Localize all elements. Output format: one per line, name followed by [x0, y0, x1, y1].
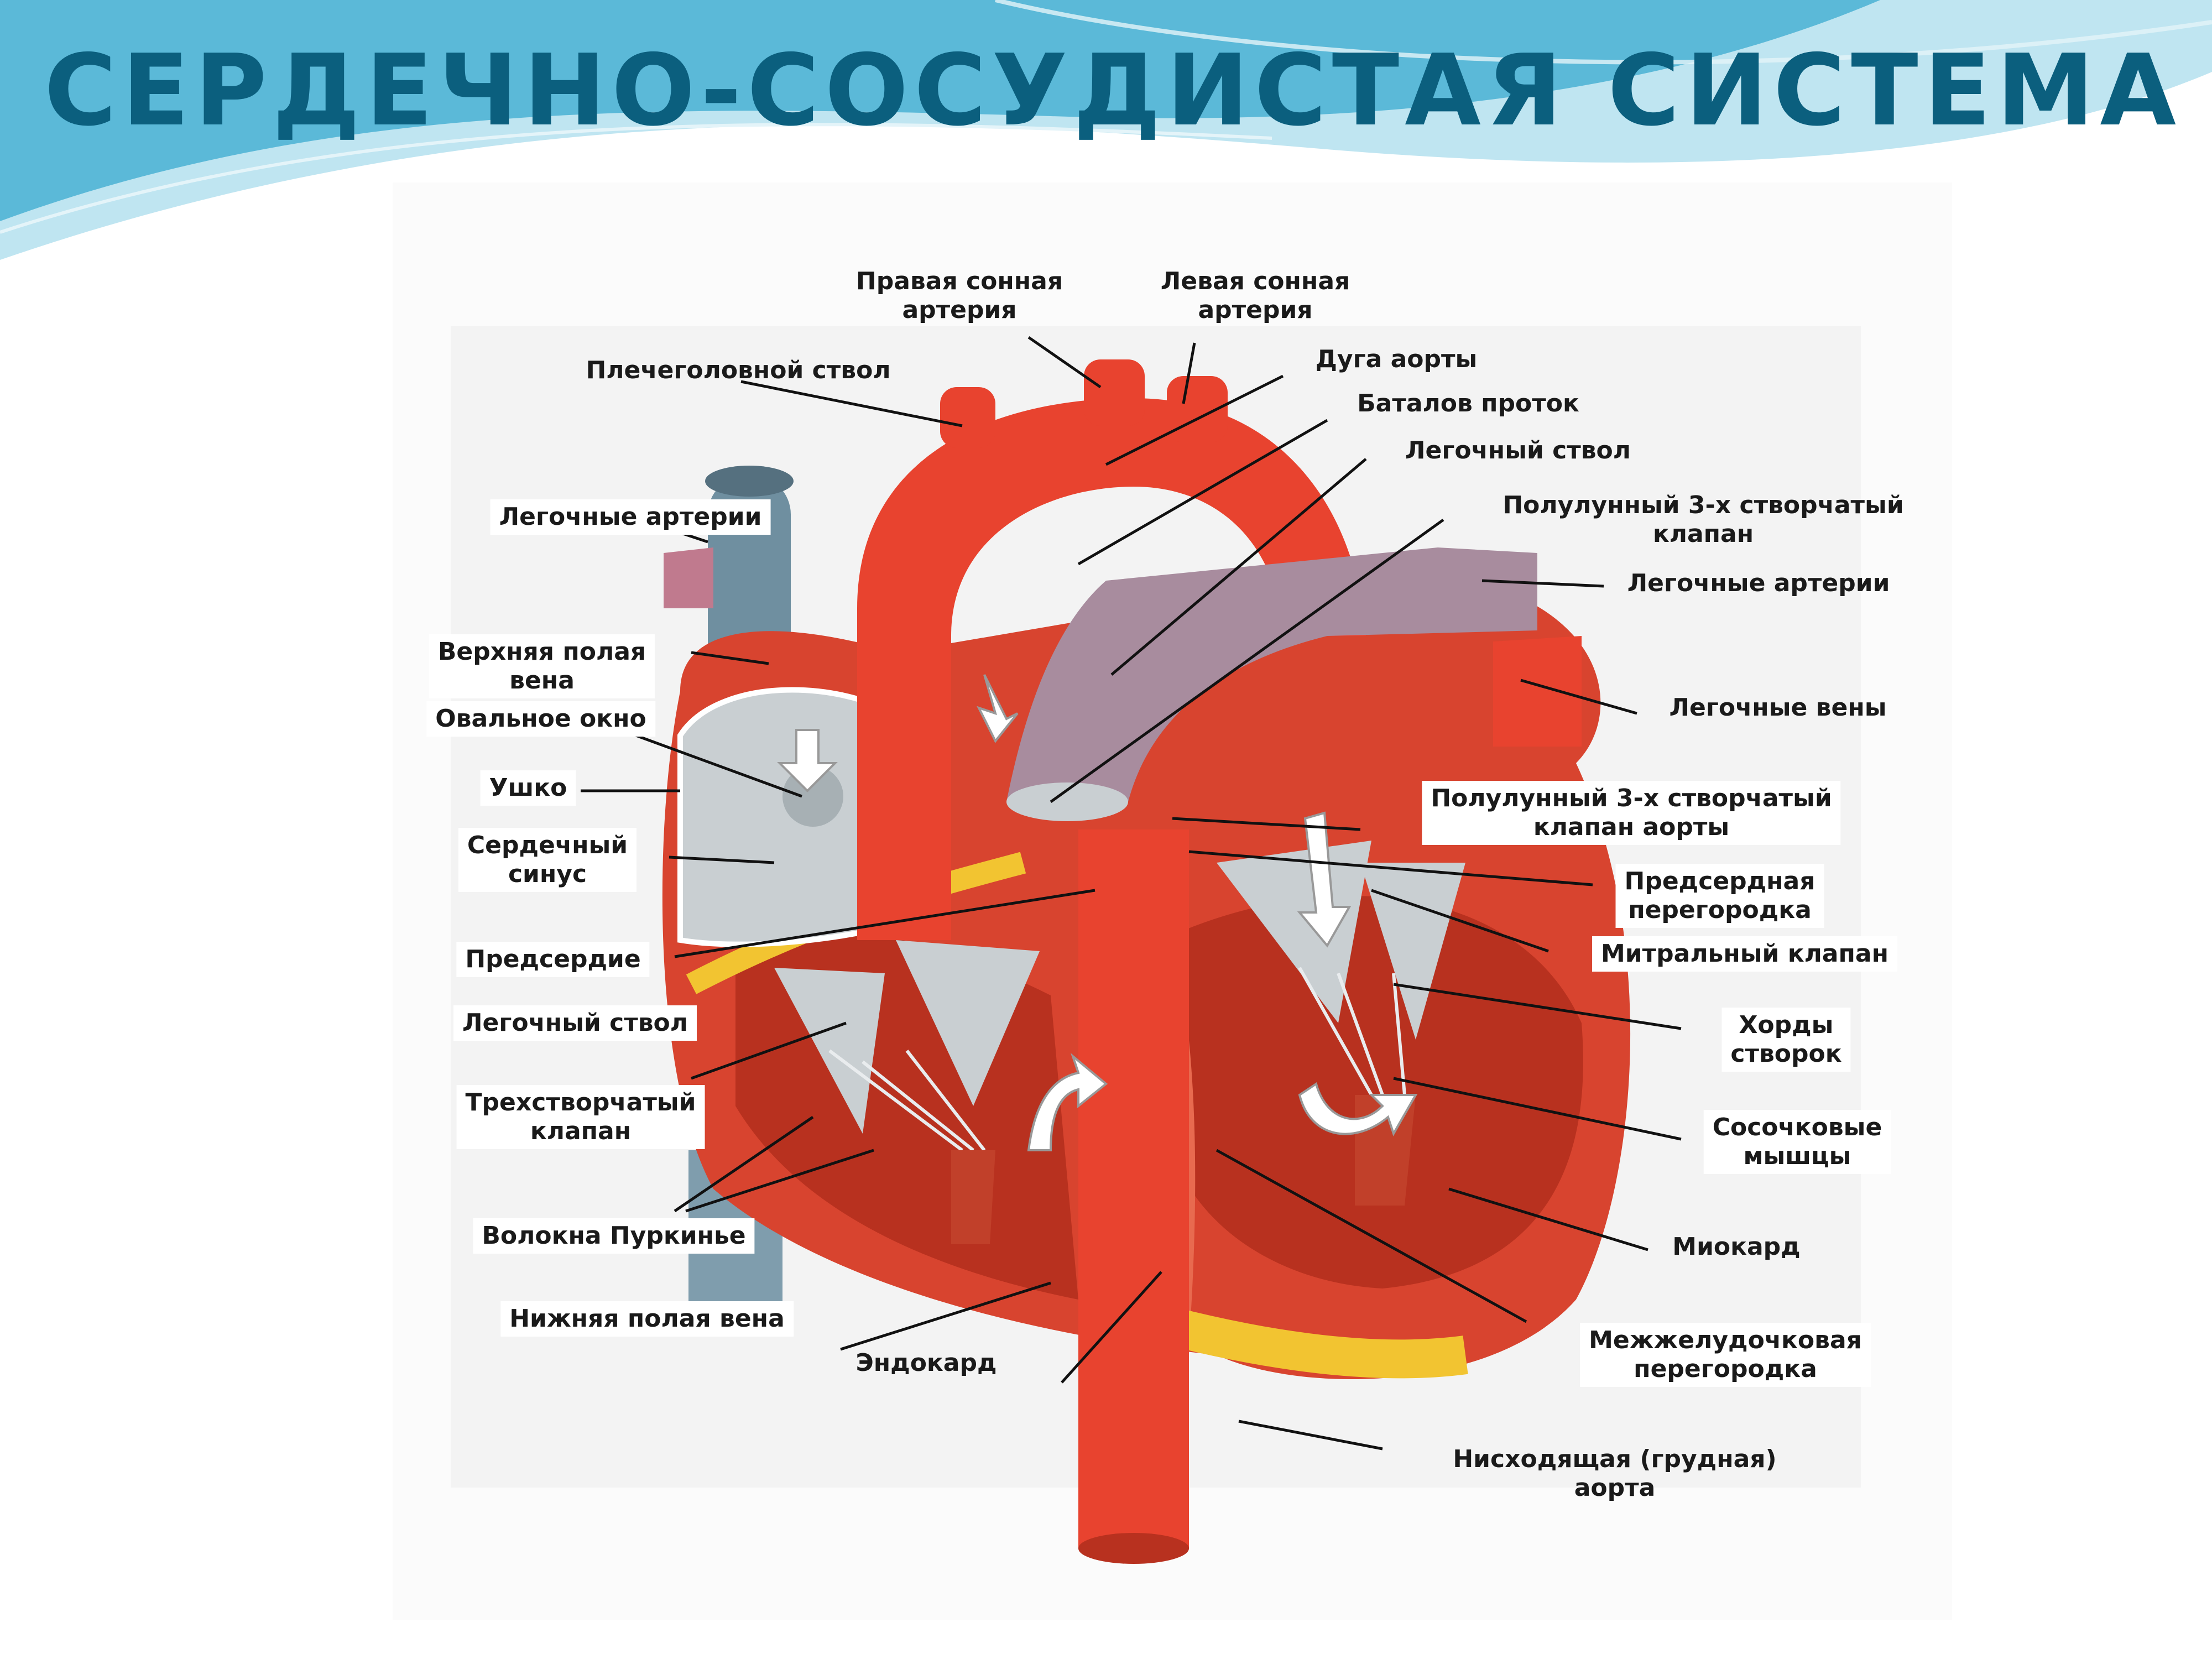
- label-endocardium: Эндокард: [855, 1349, 997, 1378]
- label-line: Межжелудочковая: [1589, 1326, 1862, 1354]
- label-line: аорта: [1574, 1474, 1656, 1502]
- label-ductus: Баталов проток: [1357, 389, 1579, 418]
- label-line: артерия: [902, 296, 1017, 324]
- label-oval-window: Овальное окно: [426, 701, 655, 737]
- label-line: Легочный ствол: [462, 1009, 688, 1037]
- label-line: Сосочковые: [1712, 1113, 1882, 1141]
- label-line: мышцы: [1743, 1142, 1851, 1170]
- label-line: Хорды: [1739, 1011, 1834, 1039]
- label-pulm-trunk-top: Легочный ствол: [1405, 436, 1631, 465]
- slide-title: СЕРДЕЧНО-СОСУДИСТАЯ СИСТЕМА: [44, 33, 2182, 148]
- label-line: Предсердие: [465, 945, 641, 973]
- label-line: Легочный ствол: [1405, 436, 1631, 465]
- label-line: Полулунный 3-х створчатый: [1431, 784, 1832, 812]
- label-desc-aorta: Нисходящая (грудная)аорта: [1453, 1445, 1776, 1503]
- label-line: артерия: [1198, 296, 1313, 324]
- label-line: клапан: [530, 1117, 632, 1145]
- label-line: Митральный клапан: [1601, 940, 1888, 968]
- label-line: Ушко: [489, 774, 567, 802]
- label-line: Левая сонная: [1160, 267, 1350, 295]
- flow-arrows: [777, 674, 1418, 1151]
- label-pulm-trunk-left: Легочный ствол: [453, 1005, 697, 1041]
- aorta: [857, 359, 1582, 1564]
- label-line: Плечеголовной ствол: [586, 356, 891, 384]
- label-line: перегородка: [1628, 896, 1812, 924]
- label-line: клапан аорты: [1533, 813, 1730, 841]
- label-mitral: Митральный клапан: [1592, 936, 1897, 972]
- label-line: Полулунный 3-х створчатый: [1503, 491, 1904, 519]
- label-line: створок: [1730, 1040, 1842, 1068]
- label-atrium: Предсердие: [456, 942, 650, 977]
- label-line: Сердечный: [467, 831, 628, 859]
- label-pulm-veins: Легочные вены: [1669, 693, 1886, 722]
- label-myocardium: Миокард: [1672, 1233, 1800, 1261]
- label-pulm-arteries-right: Легочные артерии: [1627, 569, 1890, 598]
- label-line: Баталов проток: [1357, 389, 1579, 418]
- label-purkinje: Волокна Пуркинье: [473, 1218, 755, 1254]
- label-line: Правая сонная: [855, 267, 1063, 295]
- label-line: перегородка: [1634, 1355, 1817, 1383]
- label-line: синус: [508, 860, 587, 888]
- label-ivc: Нижняя полая вена: [500, 1301, 794, 1337]
- label-line: Миокард: [1672, 1233, 1801, 1261]
- label-line: Верхняя полая: [437, 638, 646, 666]
- label-line: Легочные артерии: [499, 503, 762, 531]
- label-line: Предсердная: [1624, 867, 1815, 895]
- label-line: вена: [509, 666, 575, 695]
- label-brachiocephalic: Плечеголовной ствол: [586, 356, 890, 385]
- label-line: клапан: [1652, 520, 1754, 548]
- label-line: Трехстворчатый: [465, 1088, 696, 1117]
- label-line: Волокна Пуркинье: [482, 1222, 746, 1250]
- label-line: Нижняя полая вена: [509, 1305, 785, 1333]
- label-aortic-arch: Дуга аорты: [1316, 345, 1478, 374]
- label-line: Легочные вены: [1669, 693, 1887, 722]
- label-line: Легочные артерии: [1627, 569, 1890, 597]
- label-line: Эндокард: [855, 1349, 997, 1377]
- label-line: Овальное окно: [435, 705, 646, 733]
- leader-lines: [581, 336, 1682, 1451]
- label-line: Нисходящая (грудная): [1453, 1445, 1777, 1473]
- label-auricle: Ушко: [480, 770, 576, 806]
- label-line: Дуга аорты: [1315, 345, 1478, 373]
- label-pulm-arteries-left: Легочные артерии: [490, 499, 771, 535]
